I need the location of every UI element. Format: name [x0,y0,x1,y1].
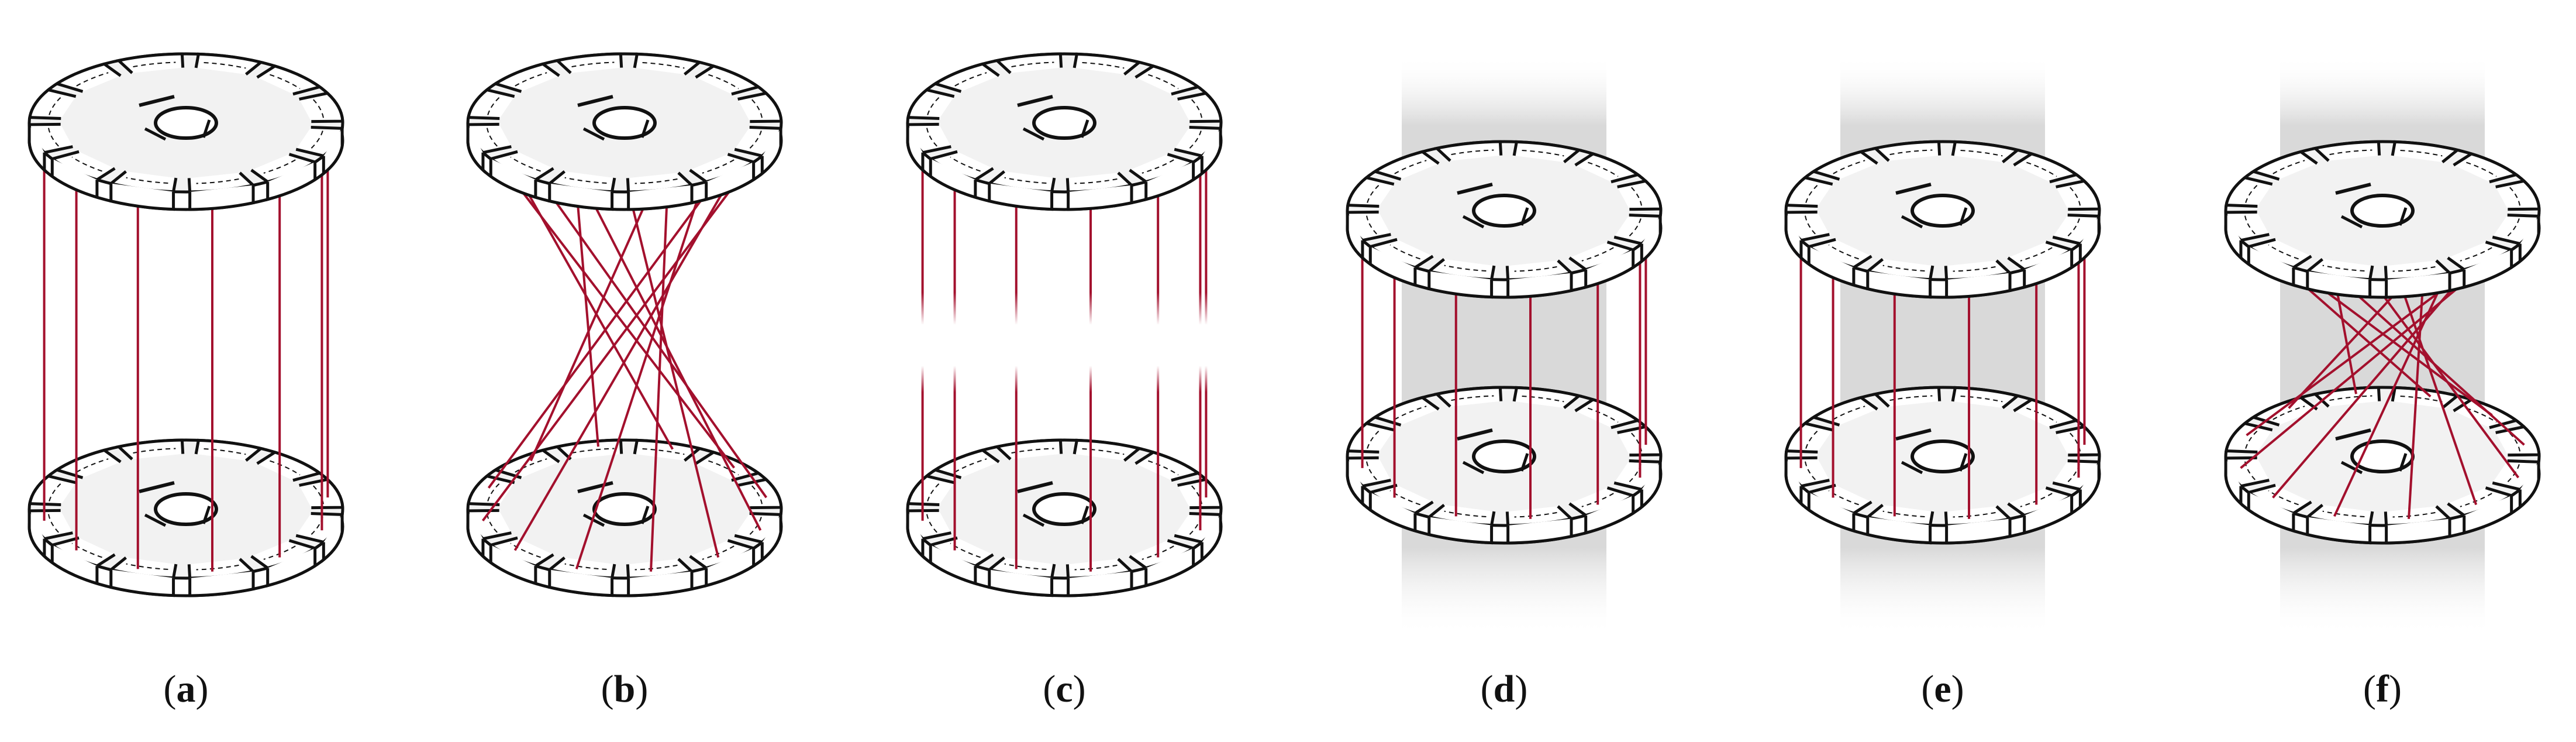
panel-label-b: (b) [566,667,683,712]
cut-fade-top [889,293,1240,325]
panel-label-e: (e) [1884,667,2001,712]
spool-disk-f-top [2226,142,2539,297]
panel-label-c: (c) [1006,667,1123,712]
cut-gap [889,325,1240,366]
panel-label-d: (d) [1446,667,1563,712]
spool-disk-b-bottom [468,440,781,596]
panel-label-f: (f) [2324,667,2441,712]
spool-disk-a-top [29,54,343,209]
spool-disk-e-top [1786,142,2099,297]
spool-disk-d-top [1347,142,1661,297]
spool-disk-b-top [468,54,781,209]
panel-label-a: (a) [127,667,244,712]
cut-fade-bottom [889,366,1240,392]
spool-disk-c-top [908,54,1221,209]
